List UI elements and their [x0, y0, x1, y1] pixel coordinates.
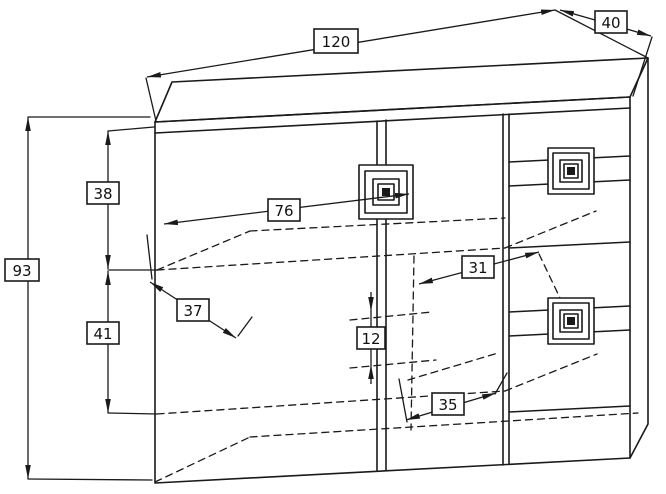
dimension-76: 76: [163, 192, 410, 226]
dimension-label-41: 41: [93, 325, 112, 343]
top-panel-edge: [154, 107, 631, 134]
dimension-label-37: 37: [183, 302, 202, 320]
dimension-label-box: [431, 392, 465, 416]
dimension-label-93: 93: [12, 262, 31, 280]
dimension-120: 120: [145, 9, 649, 122]
cabinet-top-face: [154, 57, 649, 123]
cabinet-outline: [154, 57, 649, 484]
dimension-12: 12: [356, 292, 386, 384]
door-handle-middle: [358, 164, 414, 220]
dimension-93: 93: [4, 116, 153, 481]
dimension-label-box: [356, 326, 386, 350]
dimension-40: 40: [559, 9, 653, 97]
drawer-handle-top: [547, 147, 595, 195]
dimension-37: 37: [146, 234, 253, 339]
dimension-label-38: 38: [93, 185, 112, 203]
dimension-41: 41: [86, 271, 158, 415]
dimension-label-box: [267, 198, 301, 222]
dimension-label-box: [4, 258, 40, 282]
dimension-label-box: [461, 255, 495, 279]
dimension-label-box: [176, 298, 210, 322]
dimension-label-box: [594, 10, 628, 34]
dimension-label-76: 76: [274, 202, 293, 220]
dimension-label-box: [86, 181, 120, 205]
dimension-label-40: 40: [601, 14, 620, 32]
dimension-label-12: 12: [361, 330, 380, 348]
dimension-38: 38: [86, 126, 158, 271]
dimension-label-box: [86, 321, 120, 345]
dimension-label-31: 31: [468, 259, 487, 277]
drawer-handle-bottom: [547, 297, 595, 345]
dimension-label-box: [313, 28, 359, 54]
dimension-label-35: 35: [438, 396, 457, 414]
dimension-31: 31: [418, 251, 540, 285]
cabinet-right-side: [629, 57, 649, 459]
dimension-35: 35: [398, 372, 508, 423]
dimension-label-120: 120: [322, 33, 351, 51]
hidden-interior-lines: [154, 210, 639, 483]
